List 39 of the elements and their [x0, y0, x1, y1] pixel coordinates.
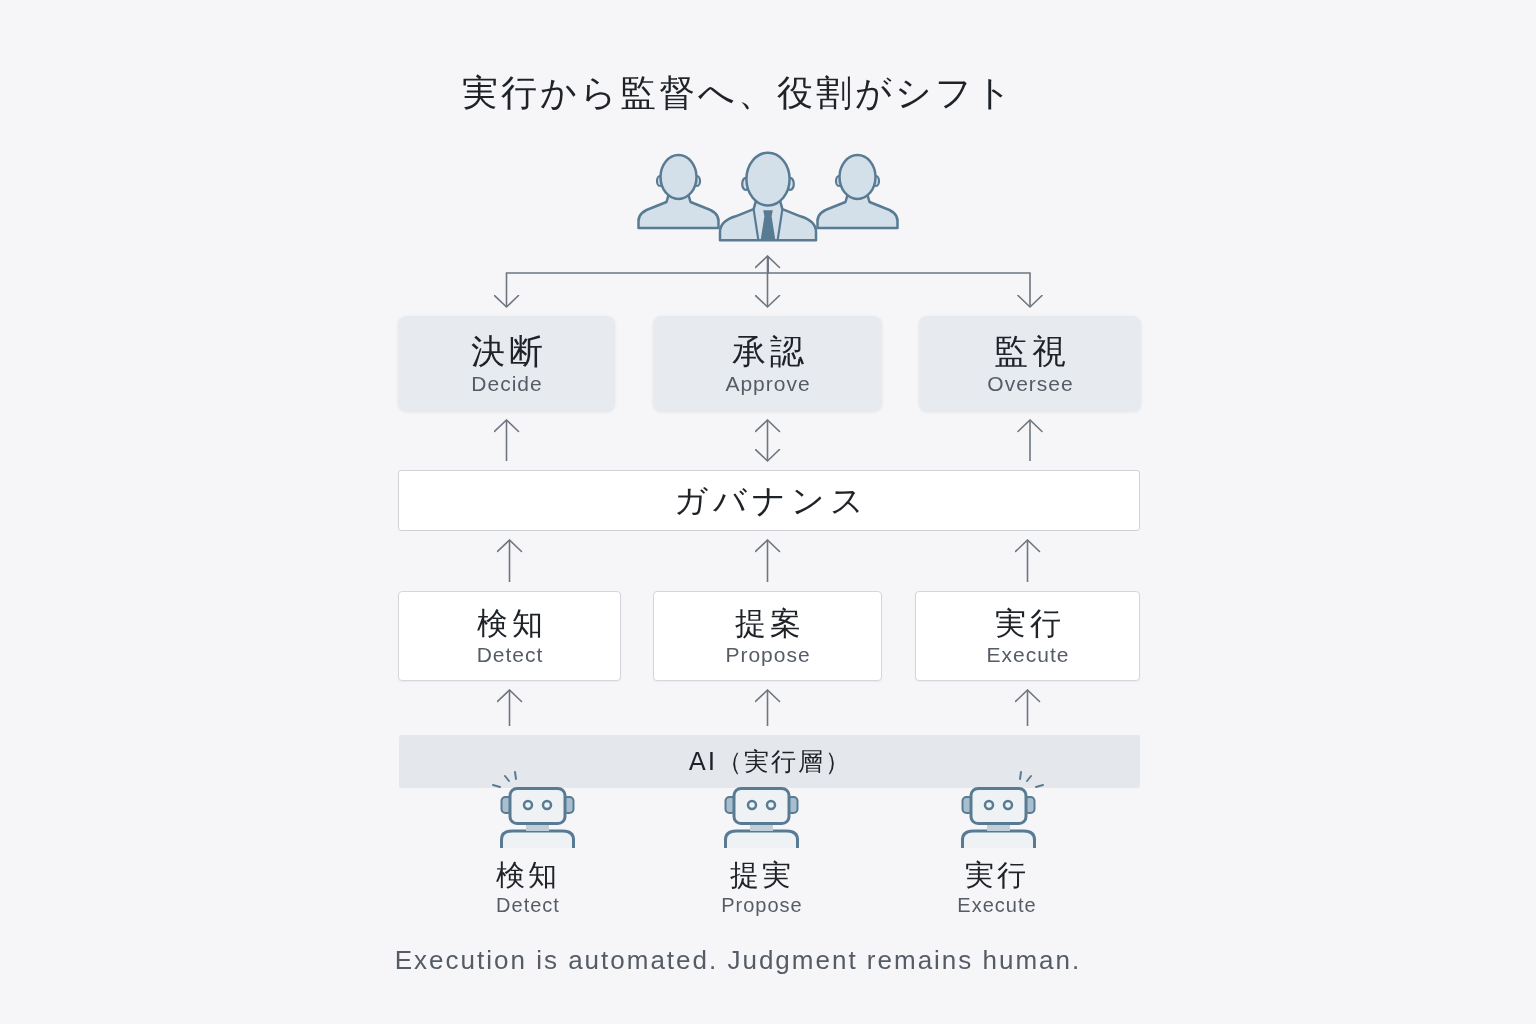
heading-text: 決断 [470, 330, 547, 371]
arrow [754, 689, 781, 727]
task-box [653, 591, 882, 681]
sublabel-text: Detect [496, 893, 560, 917]
task-box [915, 591, 1140, 681]
subheading-text: Oversee [987, 370, 1074, 397]
heading-text: 監視 [994, 330, 1070, 371]
label-text: 提実 [730, 858, 794, 892]
arrow [1014, 689, 1041, 727]
layer-band [399, 735, 1140, 788]
governance-box [398, 470, 1140, 531]
sublabel-text: Propose [721, 893, 803, 917]
heading-text: 提案 [734, 604, 805, 642]
arrow [767, 255, 1043, 308]
arrow [754, 539, 781, 583]
subheading-text: Detect [476, 642, 544, 668]
arrow [496, 539, 523, 583]
sublabel-text: Execute [957, 893, 1037, 917]
caption-text: Execution is automated. Judgment remains human. [394, 944, 1082, 976]
task-box [398, 591, 621, 681]
label-text: 検知 [496, 858, 560, 892]
arrow [493, 419, 520, 462]
double-arrow [754, 419, 781, 462]
heading-text: 承認 [731, 330, 808, 371]
double-arrow [754, 255, 781, 308]
subheading-text: Propose [725, 642, 811, 668]
heading-text: 実行 [994, 604, 1065, 642]
arrow [1014, 539, 1041, 583]
subheading-text: Execute [986, 642, 1070, 668]
title-text: 実行から監督へ、役割がシフト [461, 70, 1015, 115]
people-group-icon [637, 150, 899, 242]
label-text: 実行 [965, 858, 1029, 892]
heading-text: ガバナンス [674, 480, 869, 521]
heading-text: AI（実行層） [688, 745, 853, 778]
subheading-text: Decide [471, 370, 543, 397]
heading-text: 検知 [476, 604, 547, 642]
arrow [1017, 419, 1043, 462]
arrow [496, 689, 523, 727]
subheading-text: Approve [725, 370, 811, 397]
